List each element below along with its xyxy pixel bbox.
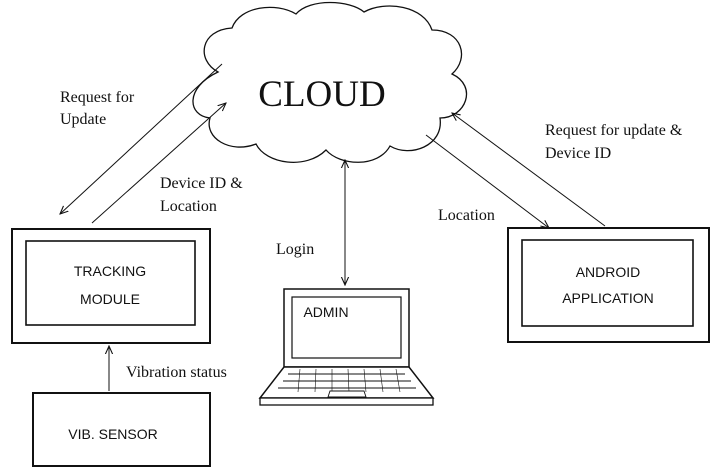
request-update-device-id-arrow: [452, 113, 606, 227]
laptop-screen-inner: [291, 296, 402, 359]
request-update-device-id-label-line1: Request for update &: [545, 122, 683, 139]
vib-sensor-label: VIB. SENSOR: [68, 426, 157, 442]
admin-laptop-node: ADMIN: [258, 288, 435, 406]
android-app-node: ANDROID APPLICATION: [507, 227, 710, 343]
android-app-label-line1: ANDROID: [576, 264, 641, 280]
laptop-base-edge: [259, 397, 434, 406]
request-for-update-label-line2: Update: [60, 111, 106, 128]
location-label: Location: [438, 207, 495, 224]
request-for-update-label-line1: Request for: [60, 89, 135, 106]
tracking-module-label-line1: TRACKING: [74, 263, 146, 279]
laptop-touchpad: [327, 390, 367, 398]
cloud-shape: [192, 1, 468, 163]
request-update-device-id-label-line2: Device ID: [545, 145, 611, 162]
tracking-module-inner-box: [25, 240, 196, 326]
android-app-label-line2: APPLICATION: [562, 290, 654, 306]
cloud-node: CLOUD: [192, 1, 468, 163]
admin-label: ADMIN: [303, 304, 348, 320]
vib-sensor-node: VIB. SENSOR: [32, 392, 211, 467]
device-id-location-arrow: [91, 103, 226, 224]
device-id-location-label-line2: Location: [160, 198, 217, 215]
location-arrow: [425, 134, 549, 228]
tracking-module-label-line2: MODULE: [80, 291, 140, 307]
vibration-status-label: Vibration status: [126, 364, 227, 381]
login-label: Login: [276, 241, 314, 258]
tracking-module-node: TRACKING MODULE: [11, 228, 211, 344]
cloud-label: CLOUD: [258, 74, 385, 115]
request-for-update-arrow: [60, 63, 223, 214]
android-app-inner-box: [521, 239, 694, 327]
laptop-keyboard-keys: [297, 368, 401, 393]
device-id-location-label-line1: Device ID &: [160, 175, 243, 192]
vib-sensor-box: [32, 392, 211, 467]
